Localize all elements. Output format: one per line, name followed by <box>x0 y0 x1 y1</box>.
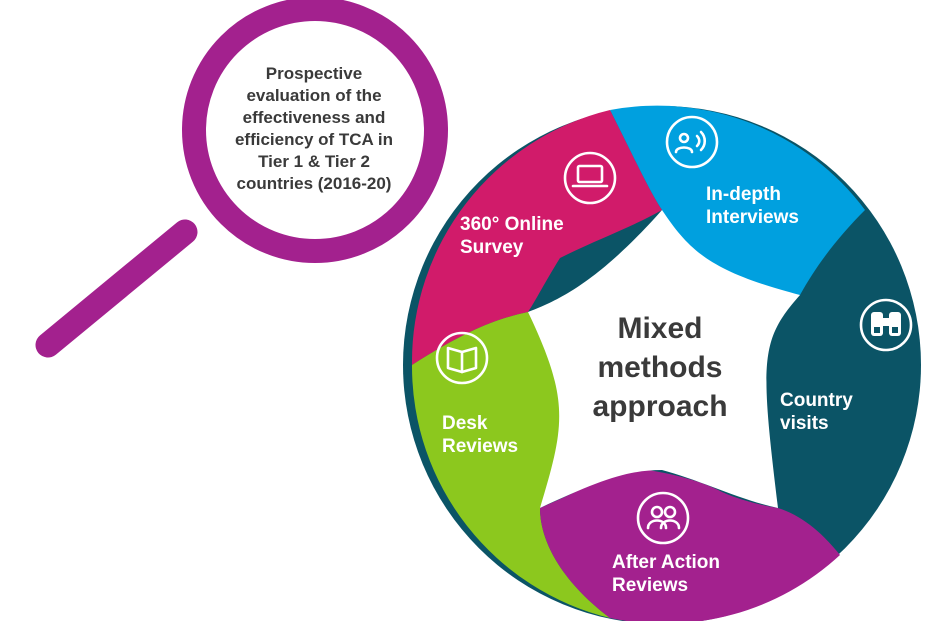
desk-reviews-label: Desk Reviews <box>442 413 519 457</box>
lens-line: evaluation of the <box>246 86 382 105</box>
country-icon-badge <box>859 298 913 352</box>
lens-line: effectiveness and <box>242 108 386 127</box>
wheel-interviews-segment <box>610 105 865 297</box>
method-wheel <box>403 105 921 621</box>
interviews-icon-badge <box>665 115 719 169</box>
after-action-reviews-label: After Action Reviews <box>612 552 721 596</box>
desk-icon-badge <box>435 331 489 385</box>
magnifier-handle <box>35 219 198 358</box>
lens-line: countries (2016-20) <box>236 174 392 193</box>
center-line: approach <box>592 390 728 423</box>
wheel-aar-segment <box>540 468 840 621</box>
evaluation-description: Prospective evaluation of the effectiven… <box>200 63 428 195</box>
center-line: methods <box>597 351 723 384</box>
aar-icon-badge <box>636 491 690 545</box>
lens-line: Tier 1 & Tier 2 <box>258 152 370 171</box>
center-star <box>528 210 800 508</box>
survey-icon-badge <box>563 151 617 205</box>
wheel-survey-segment <box>411 110 662 365</box>
speaking-person-icon <box>674 130 707 154</box>
laptop-icon <box>571 164 609 188</box>
people-icon <box>646 505 681 530</box>
center-line: Mixed <box>617 312 703 345</box>
interviews-label: In-depth Interviews <box>706 184 799 228</box>
center-title: Mixed methods approach <box>560 309 760 426</box>
open-book-icon <box>446 346 478 374</box>
lens-line: efficiency of TCA in <box>234 130 394 149</box>
magnifier-lens <box>182 0 448 263</box>
country-visits-label: Country visits <box>780 390 853 434</box>
lens-line: Prospective <box>265 64 363 83</box>
survey-label: 360° Online Survey <box>460 214 564 258</box>
binoculars-icon <box>871 312 901 336</box>
